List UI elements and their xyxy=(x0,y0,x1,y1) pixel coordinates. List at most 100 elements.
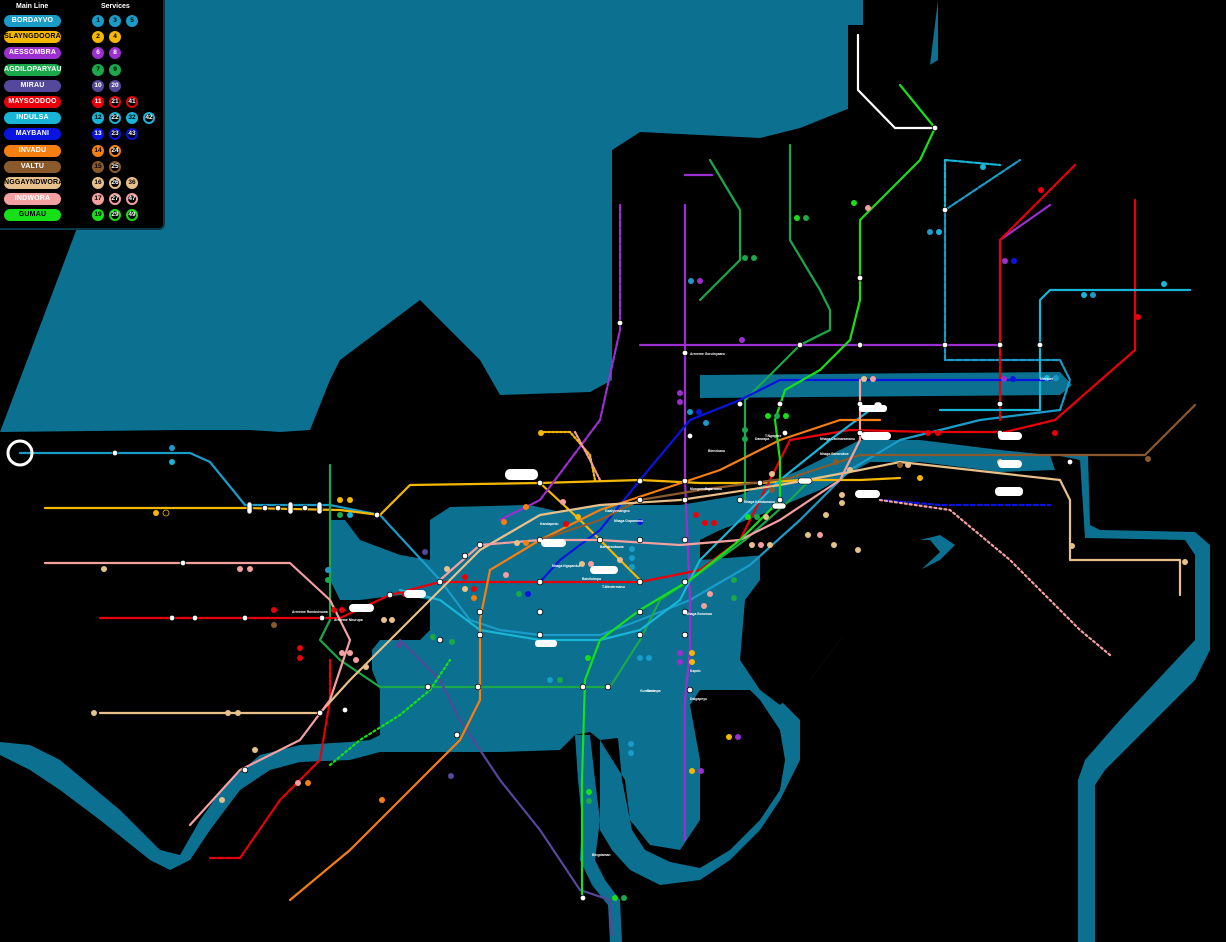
station[interactable] xyxy=(1036,341,1044,349)
station[interactable] xyxy=(681,349,689,357)
interchange[interactable] xyxy=(316,501,323,515)
station[interactable] xyxy=(636,631,644,639)
line-indwora xyxy=(43,561,352,827)
station[interactable] xyxy=(111,449,119,457)
station[interactable] xyxy=(424,683,432,691)
station[interactable] xyxy=(261,504,269,512)
station[interactable] xyxy=(596,536,604,544)
station[interactable] xyxy=(341,706,349,714)
station[interactable] xyxy=(941,206,949,214)
station[interactable] xyxy=(453,731,461,739)
station[interactable] xyxy=(736,400,744,408)
station[interactable] xyxy=(681,477,689,485)
station[interactable] xyxy=(616,319,624,327)
station[interactable] xyxy=(681,608,689,616)
station[interactable] xyxy=(579,894,587,902)
station[interactable] xyxy=(536,608,544,616)
station[interactable] xyxy=(681,496,689,504)
interchange[interactable] xyxy=(797,477,813,485)
station[interactable] xyxy=(996,400,1004,408)
legend-header-main: Main Line xyxy=(16,3,49,10)
station-pills xyxy=(349,405,1023,647)
station[interactable] xyxy=(241,614,249,622)
interchange[interactable] xyxy=(771,502,787,510)
station[interactable] xyxy=(636,608,644,616)
station[interactable] xyxy=(168,614,176,622)
station[interactable] xyxy=(474,683,482,691)
station-label: Teme xyxy=(647,689,656,693)
station[interactable] xyxy=(301,504,309,512)
station[interactable] xyxy=(536,479,544,487)
station-label: Dowrwanu xyxy=(705,487,722,491)
station[interactable] xyxy=(996,341,1004,349)
station[interactable] xyxy=(579,683,587,691)
station[interactable] xyxy=(756,479,764,487)
station[interactable] xyxy=(476,608,484,616)
station[interactable] xyxy=(461,552,469,560)
line-invadu xyxy=(288,418,882,902)
station[interactable] xyxy=(681,536,689,544)
station[interactable] xyxy=(636,477,644,485)
station[interactable] xyxy=(1066,458,1074,466)
station[interactable] xyxy=(318,614,326,622)
station[interactable] xyxy=(436,578,444,586)
station[interactable] xyxy=(931,124,939,132)
station[interactable] xyxy=(796,341,804,349)
station[interactable] xyxy=(373,511,381,519)
legend-service-badge: 12 xyxy=(92,112,104,125)
station-label: Nhaga Ngapanku xyxy=(552,564,580,568)
station[interactable] xyxy=(536,578,544,586)
station[interactable] xyxy=(776,496,784,504)
station[interactable] xyxy=(179,559,187,567)
station[interactable] xyxy=(536,631,544,639)
station[interactable] xyxy=(681,578,689,586)
station[interactable] xyxy=(604,683,612,691)
interchange[interactable] xyxy=(287,501,294,515)
line-maybani-b xyxy=(878,498,1052,507)
station[interactable] xyxy=(681,631,689,639)
station[interactable] xyxy=(241,766,249,774)
station[interactable] xyxy=(636,578,644,586)
station[interactable] xyxy=(476,631,484,639)
station[interactable] xyxy=(436,636,444,644)
legend-line-pill: INDULSA xyxy=(4,112,61,125)
line-bordayvo-north xyxy=(943,158,1072,412)
station[interactable] xyxy=(781,429,789,437)
station[interactable] xyxy=(941,341,949,349)
station-label: Gurawuimpa xyxy=(640,689,661,693)
station[interactable] xyxy=(686,432,694,440)
station[interactable] xyxy=(686,686,694,694)
station[interactable] xyxy=(316,709,324,717)
station[interactable] xyxy=(856,341,864,349)
station[interactable] xyxy=(776,400,784,408)
station[interactable] xyxy=(191,614,199,622)
legend-service-badge: 26 xyxy=(109,177,121,189)
legend-service-badge: 21 xyxy=(109,96,121,108)
interchange[interactable] xyxy=(246,501,253,515)
legend-service-badge: 2 xyxy=(92,31,104,44)
station[interactable] xyxy=(386,591,394,599)
station[interactable] xyxy=(636,496,644,504)
legend-service-badge: 32 xyxy=(126,112,138,125)
water-basin-east xyxy=(740,540,940,705)
station[interactable] xyxy=(856,274,864,282)
station[interactable] xyxy=(274,504,282,512)
station[interactable] xyxy=(736,496,744,504)
station-label: Gaalyirmangno xyxy=(605,509,630,513)
station[interactable] xyxy=(636,536,644,544)
station[interactable] xyxy=(476,541,484,549)
